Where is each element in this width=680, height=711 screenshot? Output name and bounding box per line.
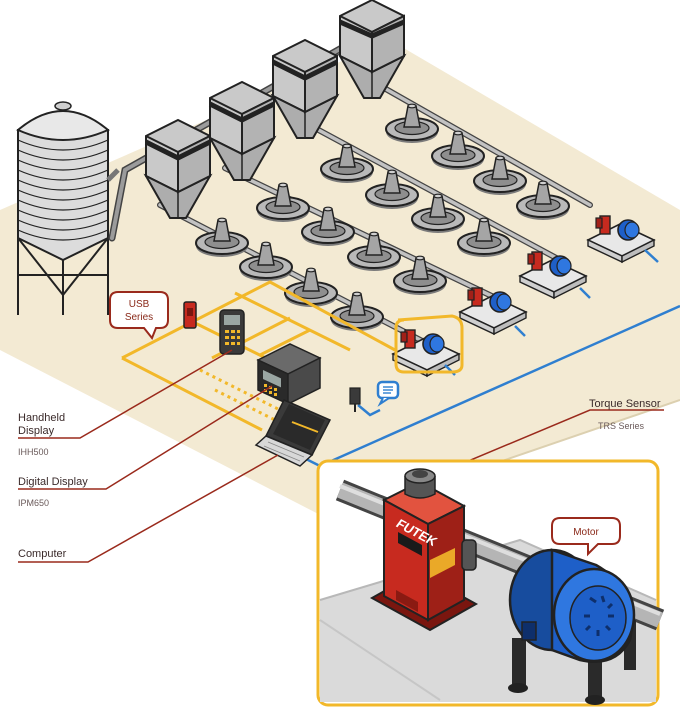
usb-device-icon xyxy=(183,301,197,329)
chat-bubble-icon xyxy=(376,380,400,407)
motor-label: Motor xyxy=(573,527,599,538)
feed-lines xyxy=(157,77,593,348)
handheld-display-icon xyxy=(219,309,245,355)
torque-sensor-title: Torque Sensor xyxy=(589,398,661,410)
wall-plug-icon xyxy=(349,387,361,412)
motor-callout: Motor xyxy=(551,517,621,557)
digital-display-model: IPM650 xyxy=(18,498,49,508)
motor-large-icon xyxy=(508,548,636,705)
usb-series-callout: USB Series xyxy=(109,291,169,340)
usb-label-line2: Series xyxy=(125,312,153,323)
usb-label-line1: USB xyxy=(129,299,150,310)
laptop-icon xyxy=(254,399,332,467)
handheld-model: IHH500 xyxy=(18,447,49,457)
digital-display-title: Digital Display xyxy=(18,476,88,488)
handheld-title-line1: Handheld xyxy=(18,412,65,424)
digital-display-icon xyxy=(256,343,322,406)
torque-sensor-model: TRS Series xyxy=(598,421,645,431)
torque-sensor-icon: FUTEK xyxy=(369,468,479,632)
zoom-inset: FUTEK Motor xyxy=(316,459,665,707)
handheld-title-line2: Display xyxy=(18,425,55,437)
silo-icon xyxy=(16,101,120,315)
highlight-box xyxy=(394,314,464,374)
computer-title: Computer xyxy=(18,548,67,560)
